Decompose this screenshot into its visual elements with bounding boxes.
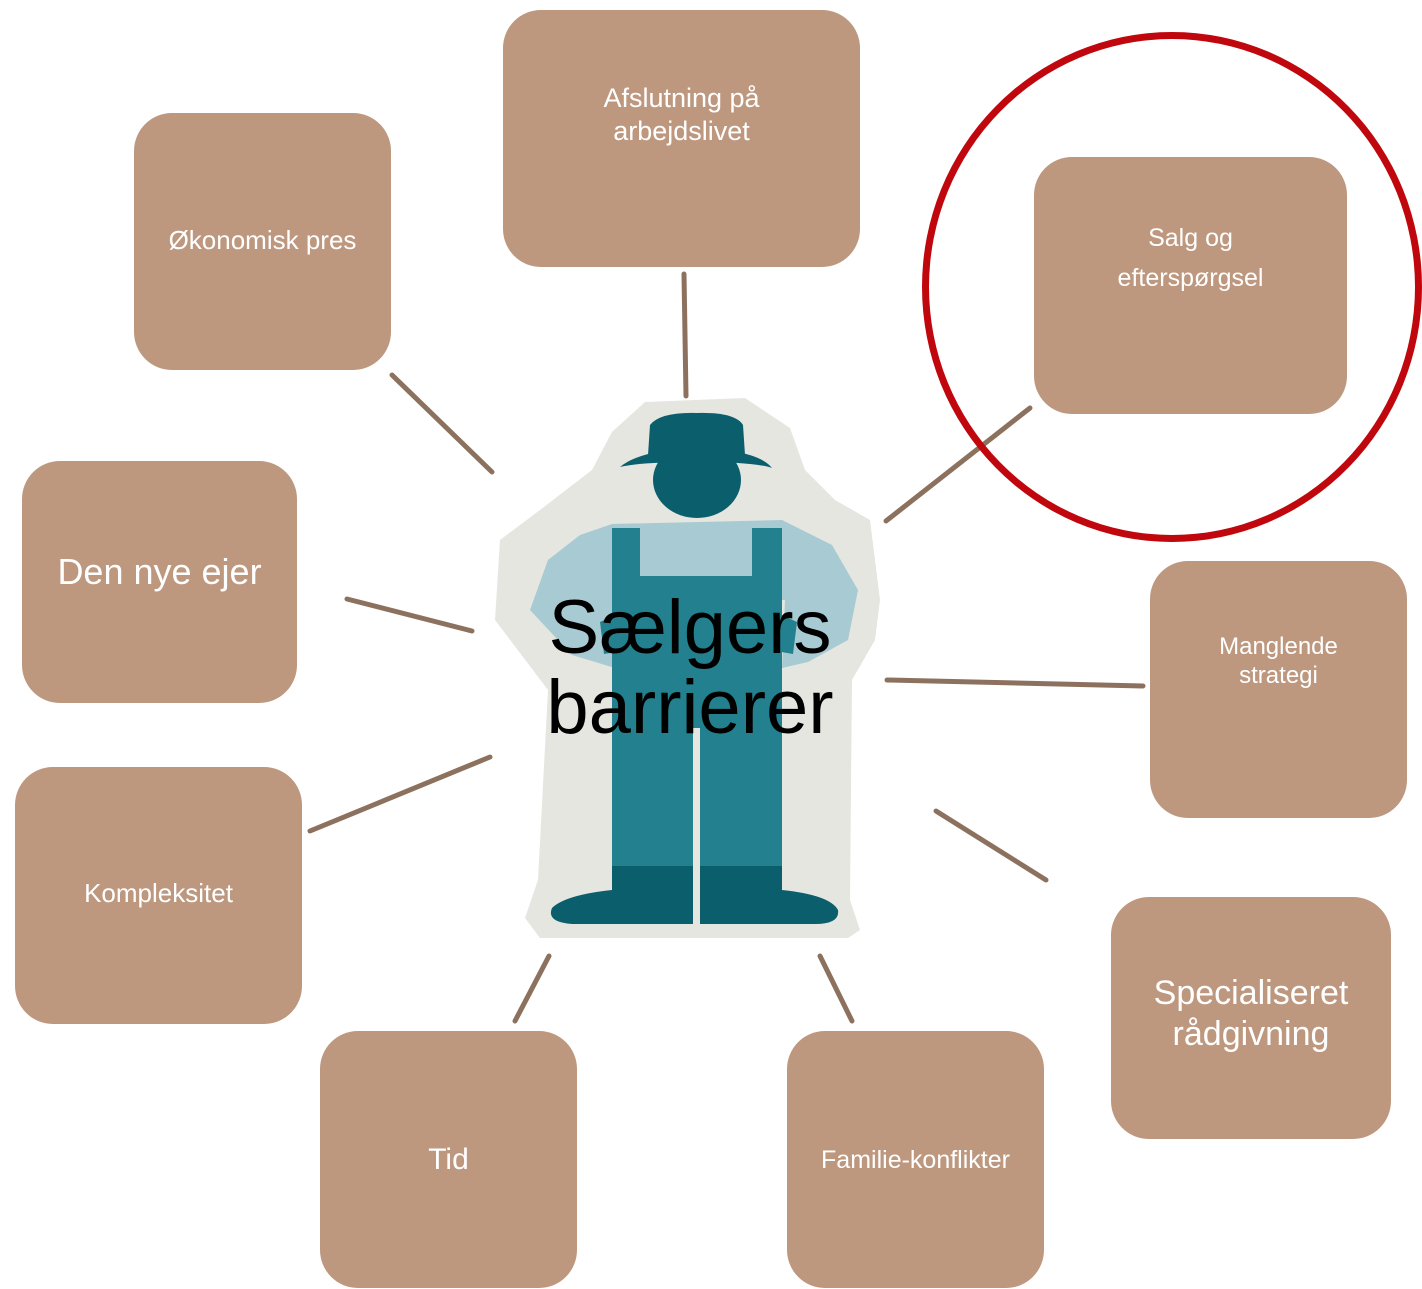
hat-crown <box>648 412 745 455</box>
head <box>653 442 741 518</box>
box-okonomisk: Økonomisk pres <box>134 113 391 370</box>
connector-kompleksitet <box>307 754 493 834</box>
box-label-okonomisk: Økonomisk pres <box>168 224 357 255</box>
center-title: Sælgers barrierer <box>546 585 834 750</box>
box-label-manglende: Manglende strategi <box>1219 632 1338 689</box>
box-kompleksitet: Kompleksitet <box>15 767 302 1024</box>
box-specialiseret: Specialiseret rådgivning <box>1111 897 1391 1139</box>
right-hand <box>770 612 797 654</box>
connector-specialiseret <box>933 808 1049 883</box>
box-label-afslutning: Afslutning på arbejdslivet <box>603 83 760 146</box>
box-label-specialiseret: Specialiseret rådgivning <box>1153 974 1349 1053</box>
box-manglende: Manglende strategi <box>1150 561 1407 818</box>
box-familie: Familie-konflikter <box>787 1031 1044 1288</box>
box-label-kompleksitet: Kompleksitet <box>84 877 233 908</box>
box-label-familie: Familie-konflikter <box>821 1145 1010 1174</box>
highlight-circle <box>922 32 1422 542</box>
left-hand <box>600 612 628 654</box>
box-den-nye-ejer: Den nye ejer <box>22 461 297 703</box>
box-tid: Tid <box>320 1031 577 1288</box>
box-label-tid: Tid <box>428 1142 469 1176</box>
box-afslutning: Afslutning på arbejdslivet <box>503 10 860 267</box>
connector-afslutning <box>681 271 689 399</box>
connector-okonomisk <box>389 372 495 475</box>
connector-tid <box>512 953 552 1024</box>
connector-manglende <box>884 677 1146 689</box>
connector-den-nye-ejer <box>344 596 475 634</box>
overalls <box>612 528 782 868</box>
left-boot <box>550 866 693 924</box>
right-boot <box>700 866 839 924</box>
box-label-den-nye-ejer: Den nye ejer <box>57 551 262 593</box>
connector-familie <box>817 953 855 1024</box>
